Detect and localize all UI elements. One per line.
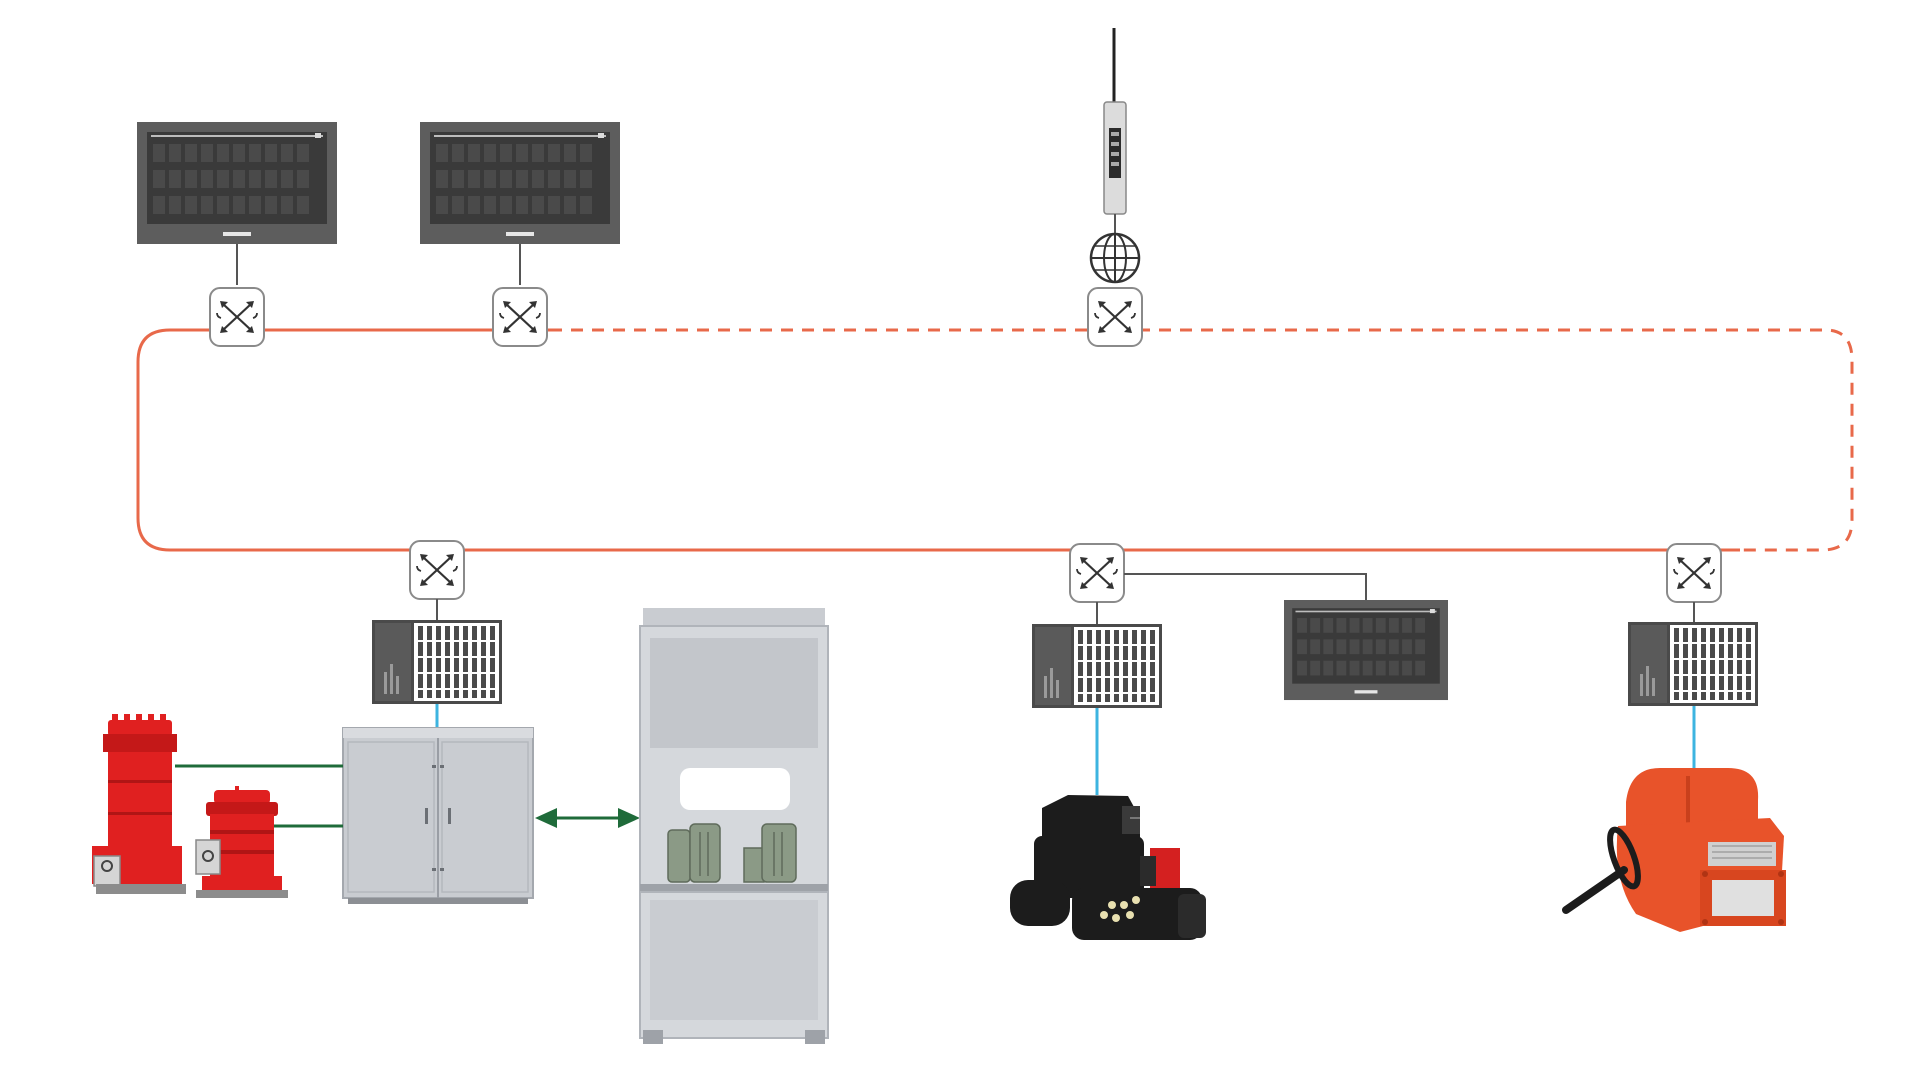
- control-cabinet-icon: [342, 727, 534, 904]
- transformer-icon: [195, 786, 288, 898]
- machine-station-icon: [639, 608, 829, 1044]
- io-module-icon: [372, 620, 502, 704]
- network-switch-icon: [208, 286, 266, 348]
- network-switch-icon: [1665, 542, 1723, 604]
- ring-solid-segment: [136, 328, 1740, 552]
- switch-connectors: [436, 573, 1695, 624]
- transformer-icon: [92, 714, 186, 894]
- network-switch-icon: [1086, 286, 1144, 348]
- monitor-icon: [420, 122, 620, 285]
- electric-actuator-icon: [1010, 795, 1206, 940]
- control-lines: [175, 764, 343, 828]
- ring-redundant-segment: [550, 328, 1854, 552]
- motor-actuator-icon: [1562, 768, 1786, 932]
- signal-lines: [435, 704, 1696, 795]
- io-module-icon: [1032, 624, 1162, 708]
- monitor-icon: [1284, 600, 1448, 701]
- ethernet-ring: [136, 328, 1854, 552]
- network-switch-icon: [491, 286, 549, 348]
- network-switch-icon: [408, 539, 466, 601]
- io-module-icon: [1628, 622, 1758, 706]
- globe-icon: [1089, 232, 1141, 284]
- antenna-gateway-icon: [1103, 28, 1127, 234]
- monitor-icon: [137, 122, 337, 285]
- bidirectional-arrow-icon: [535, 808, 640, 828]
- network-switch-icon: [1068, 542, 1126, 604]
